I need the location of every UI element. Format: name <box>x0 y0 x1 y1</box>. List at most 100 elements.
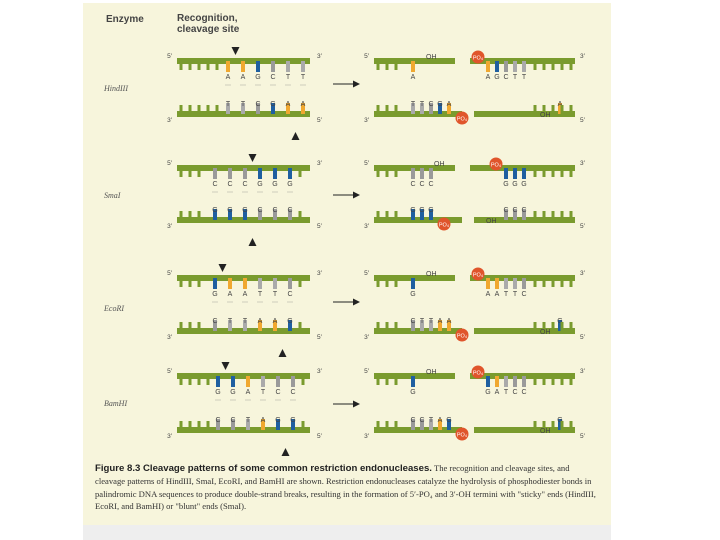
base-tick <box>286 61 290 72</box>
base-tick <box>533 105 537 114</box>
phosphate-marker <box>455 427 469 441</box>
base-tick <box>411 278 415 289</box>
base-tick <box>551 168 555 177</box>
base-tick <box>551 322 555 331</box>
base-tick <box>420 209 424 220</box>
base-tick <box>542 211 546 220</box>
base-letter: A <box>241 74 246 81</box>
base-tick <box>188 168 192 177</box>
base-tick <box>385 421 389 430</box>
strand-end-label: 3′ <box>364 334 370 341</box>
base-letter: T <box>301 74 306 81</box>
base-tick <box>197 278 201 287</box>
dna-backbone <box>474 427 575 433</box>
base-tick <box>569 105 573 114</box>
base-tick <box>298 278 302 287</box>
base-letter: G <box>410 207 415 214</box>
base-letter: A <box>495 389 500 396</box>
oh-terminus-label: OH <box>540 112 551 119</box>
base-letter: T <box>429 417 434 424</box>
base-tick <box>385 211 389 220</box>
cleavage-arrow <box>291 132 300 140</box>
base-letter: A <box>438 318 443 325</box>
base-letter: T <box>243 318 248 325</box>
base-pair-dots: ⋯ <box>290 398 296 404</box>
phosphate-marker <box>437 217 451 231</box>
base-tick <box>429 168 433 179</box>
base-letter: T <box>513 291 518 298</box>
base-tick <box>215 61 219 70</box>
base-tick <box>298 322 302 331</box>
base-tick <box>533 278 537 287</box>
oh-terminus-label: OH <box>540 329 551 336</box>
strand-end-label: 3′ <box>167 117 173 124</box>
reaction-arrow-head <box>353 298 360 306</box>
base-tick <box>551 211 555 220</box>
strand-end-label: 5′ <box>167 270 173 277</box>
base-letter: T <box>228 318 233 325</box>
site-header-line1: Recognition, <box>177 13 238 24</box>
base-tick <box>385 61 389 70</box>
base-tick <box>261 419 265 430</box>
base-tick <box>569 168 573 177</box>
base-tick <box>179 211 183 220</box>
site-column-header: Recognition, cleavage site <box>177 13 239 35</box>
oh-terminus-label: OH <box>486 218 497 225</box>
strand-end-label: 5′ <box>580 334 586 341</box>
base-pair-dots: ⋯ <box>242 300 248 306</box>
base-tick <box>226 61 230 72</box>
base-letter: A <box>558 101 563 108</box>
enzyme-name: HindIII <box>104 84 128 93</box>
strand-end-label: 3′ <box>317 270 323 277</box>
base-pair-dots: ⋯ <box>240 83 246 89</box>
strand-end-label: 3′ <box>317 368 323 375</box>
slide-bottom-band <box>83 525 611 540</box>
base-tick <box>376 376 380 385</box>
base-letter: C <box>428 101 433 108</box>
cleavage-arrow <box>248 154 257 162</box>
base-tick <box>551 105 555 114</box>
base-tick <box>213 209 217 220</box>
base-tick <box>394 322 398 331</box>
base-pair-dots: ⋯ <box>257 300 263 306</box>
base-tick <box>411 168 415 179</box>
base-tick <box>551 278 555 287</box>
base-letter: A <box>438 417 443 424</box>
strand-end-label: 3′ <box>364 223 370 230</box>
base-tick <box>298 211 302 220</box>
base-letter: C <box>257 207 262 214</box>
base-tick <box>495 376 499 387</box>
base-tick <box>513 168 517 179</box>
base-letter: A <box>273 318 278 325</box>
base-letter: C <box>410 417 415 424</box>
base-tick <box>513 61 517 72</box>
phosphate-label: PO₄ <box>473 371 484 377</box>
base-letter: C <box>212 318 217 325</box>
base-tick <box>256 61 260 72</box>
base-tick <box>197 211 201 220</box>
base-tick <box>213 278 217 289</box>
base-tick <box>504 209 508 220</box>
base-tick <box>429 103 433 114</box>
base-tick <box>197 376 201 385</box>
base-letter: G <box>521 181 526 188</box>
strand-end-label: 3′ <box>317 53 323 60</box>
base-pair-dots: ⋯ <box>225 83 231 89</box>
base-letter: G <box>270 101 275 108</box>
base-tick <box>569 211 573 220</box>
base-tick <box>411 61 415 72</box>
base-pair-dots: ⋯ <box>287 300 293 306</box>
cleavage-arrow <box>248 238 257 246</box>
base-letter: G <box>503 181 508 188</box>
enzyme-name: SmaI <box>104 191 121 200</box>
base-tick <box>385 168 389 177</box>
base-tick <box>551 61 555 70</box>
strand-end-label: 5′ <box>167 53 173 60</box>
base-pair-dots: ⋯ <box>230 398 236 404</box>
base-tick <box>231 419 235 430</box>
base-tick <box>216 419 220 430</box>
reaction-arrow-head <box>353 191 360 199</box>
base-tick <box>301 61 305 72</box>
base-letter: T <box>411 101 416 108</box>
base-tick <box>228 320 232 331</box>
